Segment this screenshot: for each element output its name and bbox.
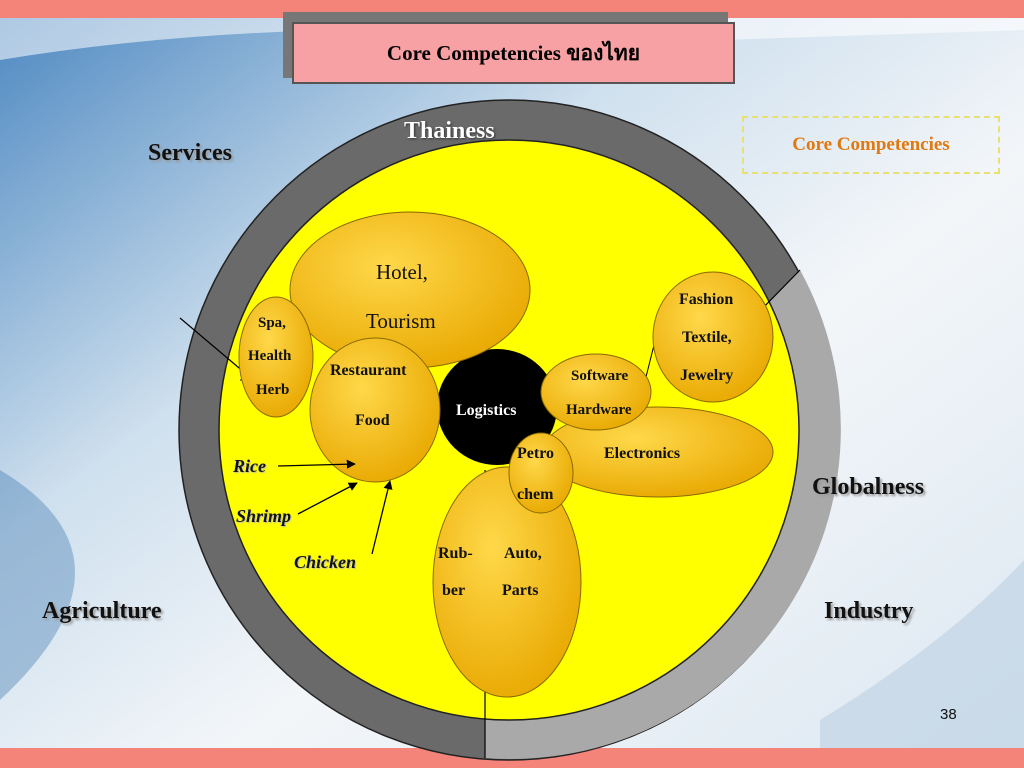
label-shrimp: Shrimp — [236, 506, 292, 526]
arrow-rice — [277, 459, 356, 469]
blob-spa — [238, 296, 314, 418]
electronics-label: Electronics — [604, 445, 681, 462]
spa-line-2: Health — [248, 348, 292, 364]
blob-software — [540, 353, 652, 431]
slide-number: 38 — [940, 706, 957, 723]
logistics-core — [437, 349, 557, 465]
logistics-label: Logistics — [456, 402, 517, 419]
arrow-chicken — [371, 480, 393, 555]
top-accent-strip — [0, 0, 1024, 18]
software-line-2: Hardware — [566, 402, 632, 418]
blob-rubber-auto — [432, 466, 582, 698]
rubber-line-2: ber — [442, 582, 466, 599]
software-line-1: Software — [571, 368, 629, 384]
fashion-line-3: Jewelry — [680, 367, 734, 384]
blob-fashion — [652, 271, 774, 403]
blob-petro — [508, 432, 574, 514]
fashion-line-1: Fashion — [679, 291, 734, 308]
label-rice: Rice — [233, 456, 266, 476]
label-thainess: Thainess — [404, 118, 495, 144]
label-globalness: Globalness — [812, 474, 925, 500]
label-industry: Industry — [824, 598, 914, 624]
petro-line-2: chem — [517, 486, 554, 503]
fashion-line-2: Textile, — [682, 329, 732, 346]
legend-label: Core Competencies — [792, 134, 950, 155]
auto-line-2: Parts — [502, 582, 539, 599]
ring-right-highlight — [485, 270, 841, 760]
hotel-line-2: Tourism — [366, 309, 436, 333]
spa-line-1: Spa, — [258, 315, 286, 331]
restaurant-line-1: Restaurant — [330, 362, 407, 379]
label-agriculture: Agriculture — [42, 598, 162, 624]
rubber-line-1: Rub- — [438, 545, 473, 562]
petro-line-1: Petro — [517, 445, 555, 462]
legend-box: Core Competencies — [742, 116, 1000, 174]
label-services: Services — [148, 140, 232, 166]
arrow-shrimp — [297, 482, 358, 515]
restaurant-line-2: Food — [355, 412, 390, 429]
auto-line-1: Auto, — [504, 545, 542, 562]
label-chicken: Chicken — [294, 552, 357, 572]
blob-restaurant — [309, 337, 441, 483]
slide-title: Core Competencies ของไทย — [292, 22, 735, 84]
blob-hotel — [289, 211, 531, 369]
spa-line-3: Herb — [256, 382, 290, 398]
hotel-line-1: Hotel, — [376, 260, 428, 284]
